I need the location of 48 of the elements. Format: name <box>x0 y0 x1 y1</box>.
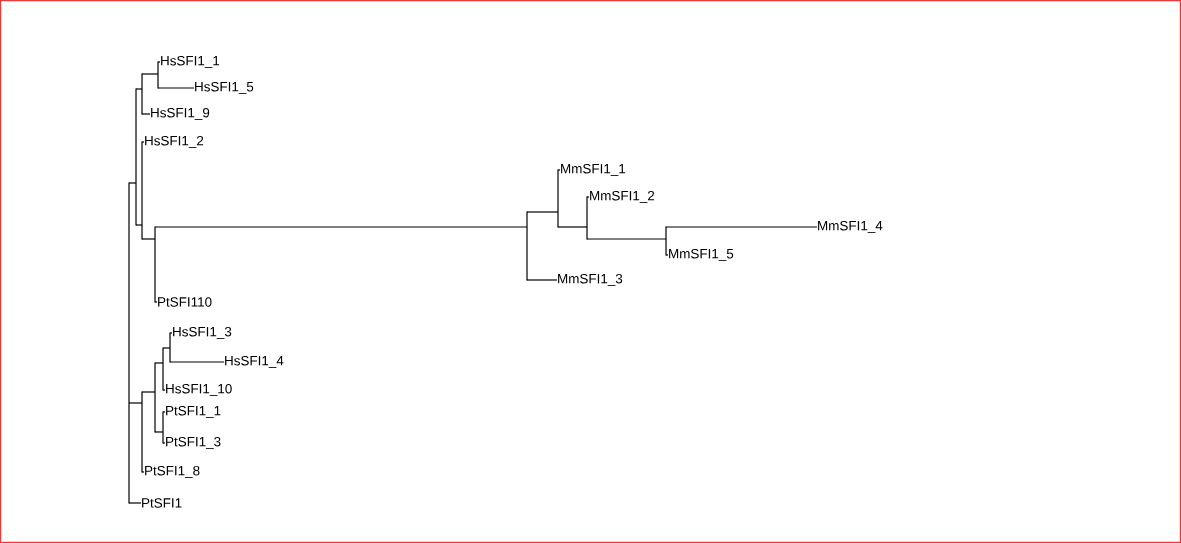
branch-line <box>586 238 667 240</box>
branch-line <box>557 169 561 171</box>
taxon-label: PtSFI1_1 <box>166 405 221 418</box>
taxon-label: HsSFI1_1 <box>161 55 220 69</box>
branch-line <box>169 332 173 334</box>
branch-line <box>169 361 225 363</box>
branch-line <box>154 362 164 364</box>
branch-line <box>162 442 166 444</box>
branch-line <box>141 391 156 393</box>
taxon-label: PtSFI1_3 <box>166 436 221 449</box>
branch-line <box>665 226 818 228</box>
taxon-label: HsSFI1_9 <box>151 107 210 121</box>
taxon-label: HsSFI1_3 <box>173 326 232 339</box>
taxon-label: HsSFI1_5 <box>195 81 254 95</box>
branch-line <box>154 431 164 433</box>
branch-line <box>128 182 137 184</box>
branch-line <box>157 87 195 89</box>
branch-line <box>154 226 528 228</box>
branch-line <box>135 224 143 226</box>
taxon-label: MmSFI1_2 <box>590 190 655 203</box>
branch-line <box>526 211 559 213</box>
taxon-label: PtSFI1 <box>142 498 182 508</box>
branch-line <box>154 301 158 303</box>
branch-line <box>157 61 161 63</box>
branch-line <box>526 279 558 281</box>
taxon-label: MmSFI1_4 <box>818 220 883 233</box>
taxon-label: HsSFI1_2 <box>145 135 204 149</box>
branch-line <box>141 113 151 115</box>
branch-line <box>141 471 145 473</box>
branch-line <box>162 411 166 413</box>
branch-line <box>141 238 156 240</box>
branch-line <box>557 226 588 228</box>
taxon-label: MmSFI1_5 <box>669 248 734 262</box>
branch-line <box>141 141 145 143</box>
branch-line <box>141 73 159 75</box>
taxon-label: PtSFI110 <box>158 297 212 307</box>
taxon-label: HsSFI1_4 <box>225 355 284 368</box>
branch-line <box>665 254 669 256</box>
branch-line <box>586 196 590 198</box>
branch-line <box>162 347 171 349</box>
taxon-label: MmSFI1_1 <box>561 163 626 177</box>
branch-line <box>128 502 142 504</box>
taxon-label: MmSFI1_3 <box>558 273 623 286</box>
taxon-label: HsSFI1_10 <box>166 383 232 396</box>
branch-line <box>135 88 143 90</box>
branch-line <box>162 389 166 391</box>
taxon-label: PtSFI1_8 <box>145 465 200 478</box>
branch-line <box>128 402 143 404</box>
